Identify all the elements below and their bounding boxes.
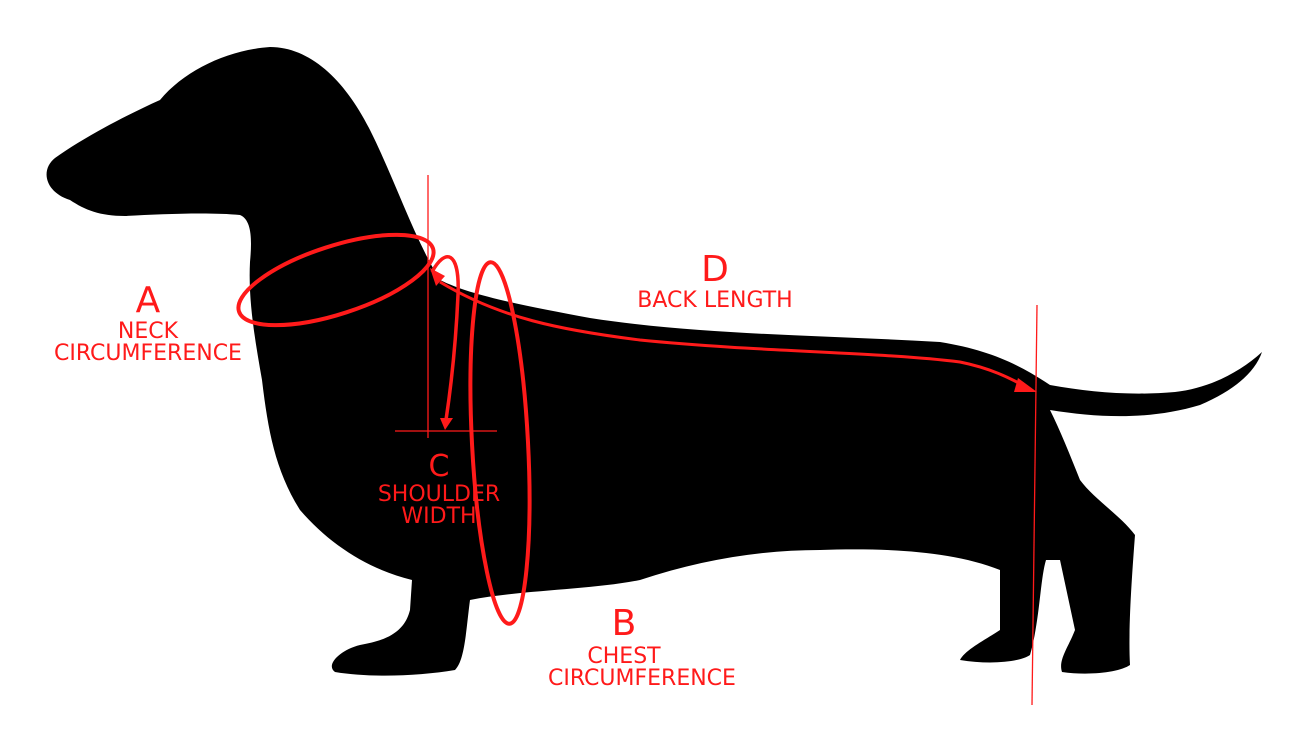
label-c-letter: C — [428, 449, 450, 484]
chest-circumference-loop — [468, 260, 532, 626]
shoulder-width-arrow — [430, 255, 460, 421]
label-c-line1: SHOULDER — [377, 482, 501, 507]
label-d: D BACK LENGTH — [620, 252, 810, 312]
label-b: B CHEST CIRCUMFERENCE — [548, 603, 736, 691]
shoulder-arrowhead-top — [430, 268, 445, 286]
back-length-arrow — [439, 280, 1027, 389]
dachshund-silhouette — [46, 47, 1262, 676]
label-a-letter: A — [135, 280, 161, 321]
label-b-line1: CHEST — [587, 644, 661, 669]
label-d-letter: D — [701, 249, 729, 290]
label-a-line1: NECK — [117, 319, 179, 344]
label-a-line2: CIRCUMFERENCE — [54, 341, 242, 366]
label-c-line2: WIDTH — [401, 504, 477, 529]
label-a: A NECK CIRCUMFERENCE — [40, 283, 256, 365]
shoulder-arrowhead-bottom — [440, 418, 453, 430]
back-length-arrowhead — [1014, 378, 1037, 392]
label-b-line2: CIRCUMFERENCE — [548, 666, 736, 691]
neck-circumference-loop — [236, 232, 436, 328]
label-b-letter: B — [611, 603, 637, 644]
label-c: C SHOULDER WIDTH — [368, 452, 510, 528]
tail-guide-line — [1031, 304, 1038, 706]
label-d-line1: BACK LENGTH — [637, 288, 793, 313]
